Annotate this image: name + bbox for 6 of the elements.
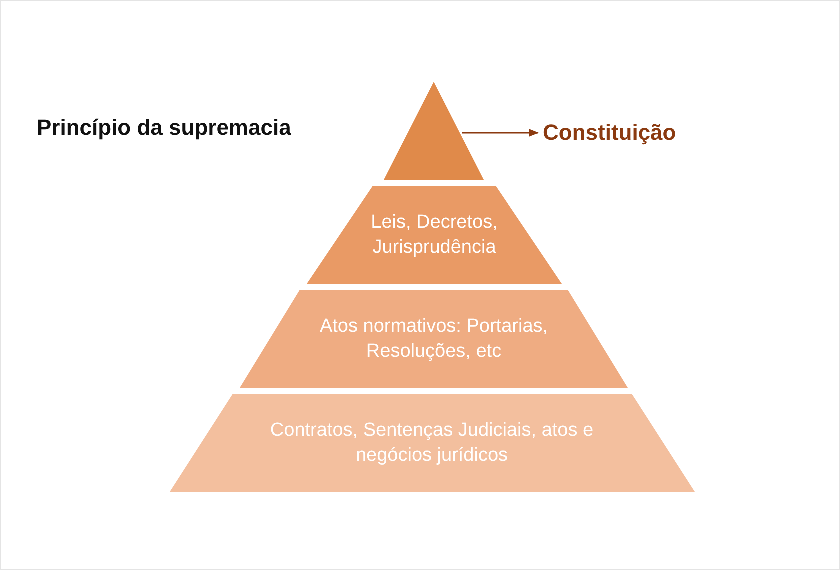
tier-text: Atos normativos: Portarias, Resoluções, etc bbox=[318, 315, 550, 364]
level-label: Constituição bbox=[543, 118, 676, 148]
principle-label: Princípio da supremacia bbox=[37, 115, 292, 141]
arrow bbox=[462, 129, 539, 137]
tier-text: Contratos, Sentenças Judiciais, atos e negócios jurídicos bbox=[269, 419, 595, 468]
tier-text: Leis, Decretos, Jurisprudência bbox=[370, 211, 499, 260]
